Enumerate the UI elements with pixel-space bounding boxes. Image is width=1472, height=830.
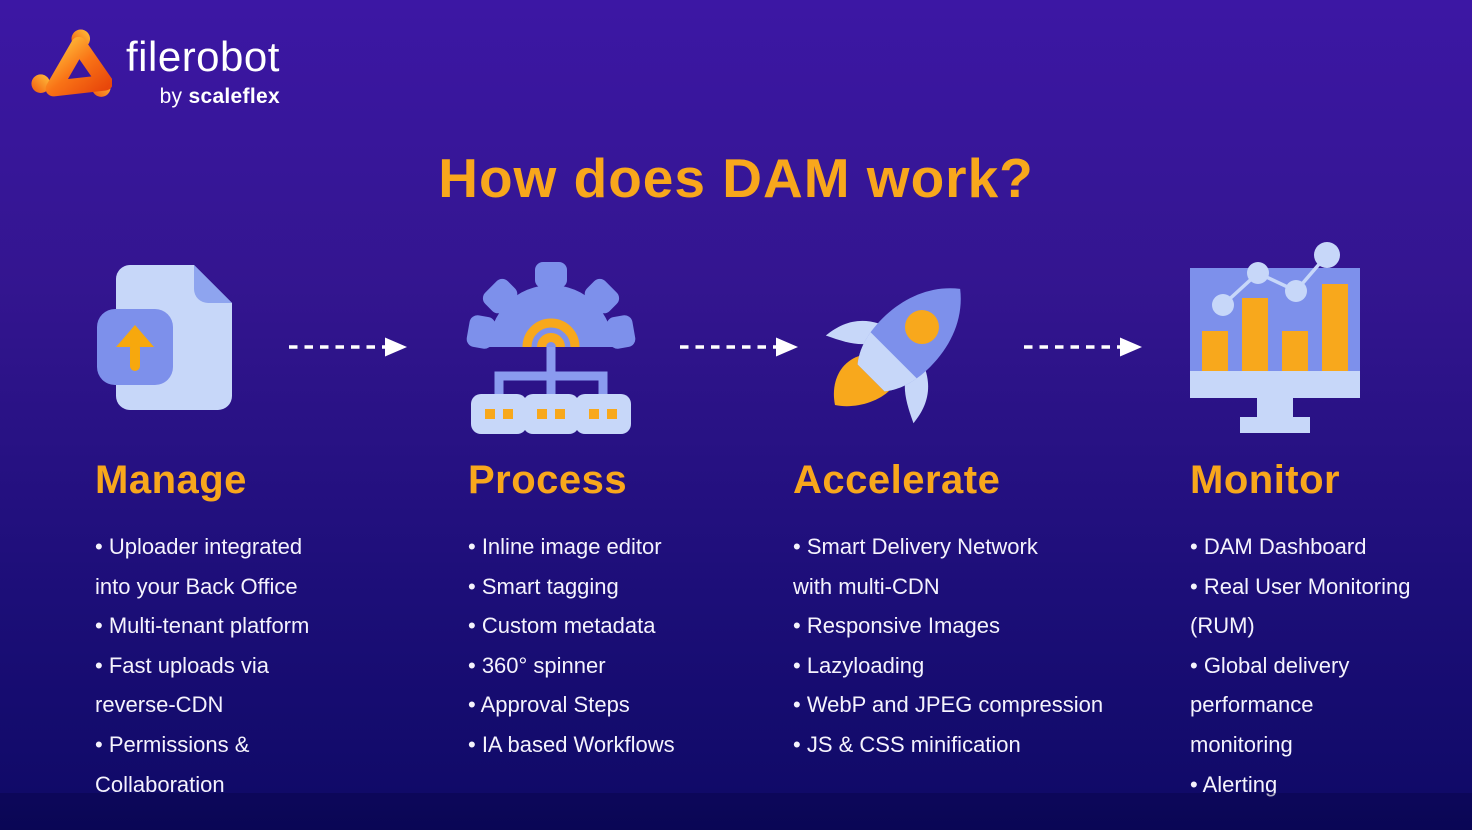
feature-list: • DAM Dashboard • Real User Monitoring (R… <box>1190 527 1470 804</box>
gear-workflow-icon <box>466 262 636 434</box>
list-item: • Approval Steps <box>468 692 630 718</box>
column-process: Process • Inline image editor • Smart tag… <box>468 458 778 765</box>
upload-document-icon <box>97 265 232 410</box>
list-item: • Smart Delivery Network with multi-CDN <box>793 534 1038 599</box>
column-accelerate: Accelerate • Smart Delivery Network with… <box>793 458 1158 765</box>
monitor-dashboard-icon <box>1190 242 1360 433</box>
brand-text: filerobot by scaleflex <box>126 36 280 109</box>
flow-arrow-1 <box>289 337 407 357</box>
column-heading: Monitor <box>1190 458 1341 502</box>
list-item: • Global delivery performance monitoring <box>1190 652 1350 757</box>
column-heading: Process <box>468 458 628 502</box>
list-item: • IA based Workflows <box>468 731 675 757</box>
feature-list: • Uploader integrated into your Back Off… <box>95 527 395 804</box>
list-item: • Inline image editor <box>468 534 662 559</box>
byline-prefix: by <box>159 85 183 108</box>
brand-byline: by scaleflex <box>126 85 280 109</box>
list-item: • Smart tagging <box>468 573 619 599</box>
list-item: • Real User Monitoring (RUM) <box>1190 573 1411 639</box>
brand-logo: filerobot by scaleflex <box>30 26 280 116</box>
list-item: • Lazyloading <box>793 652 925 678</box>
bottom-band <box>0 793 1472 830</box>
brand-name: filerobot <box>126 33 280 80</box>
list-item: • Uploader integrated into your Back Off… <box>95 534 303 599</box>
filerobot-logo-icon <box>31 29 112 97</box>
list-item: • 360° spinner <box>468 652 606 678</box>
list-item: • Permissions & Collaboration <box>95 731 250 797</box>
list-item: • DAM Dashboard <box>1190 534 1367 559</box>
list-item: • Alerting <box>1190 771 1278 797</box>
rocket-icon <box>825 288 961 424</box>
list-item: • Multi-tenant platform <box>95 613 310 639</box>
list-item: • Responsive Images <box>793 613 1001 639</box>
list-item: • Custom metadata <box>468 613 656 639</box>
column-heading: Accelerate <box>793 458 1001 502</box>
byline-brand: scaleflex <box>188 85 280 108</box>
page-title: How does DAM work? <box>438 147 1034 209</box>
list-item: • JS & CSS minification <box>793 731 1021 757</box>
feature-list: • Smart Delivery Network with multi-CDN •… <box>793 527 1158 765</box>
feature-list: • Inline image editor • Smart tagging • Cu… <box>468 527 778 765</box>
column-monitor: Monitor • DAM Dashboard • Real User Monit… <box>1190 458 1470 804</box>
flow-arrow-2 <box>680 337 798 357</box>
column-manage: Manage • Uploader integrated into your B… <box>95 458 395 804</box>
flow-arrow-3 <box>1024 337 1142 357</box>
list-item: • Fast uploads via reverse-CDN <box>95 652 270 718</box>
column-heading: Manage <box>95 458 247 502</box>
list-item: • WebP and JPEG compression <box>793 692 1104 718</box>
